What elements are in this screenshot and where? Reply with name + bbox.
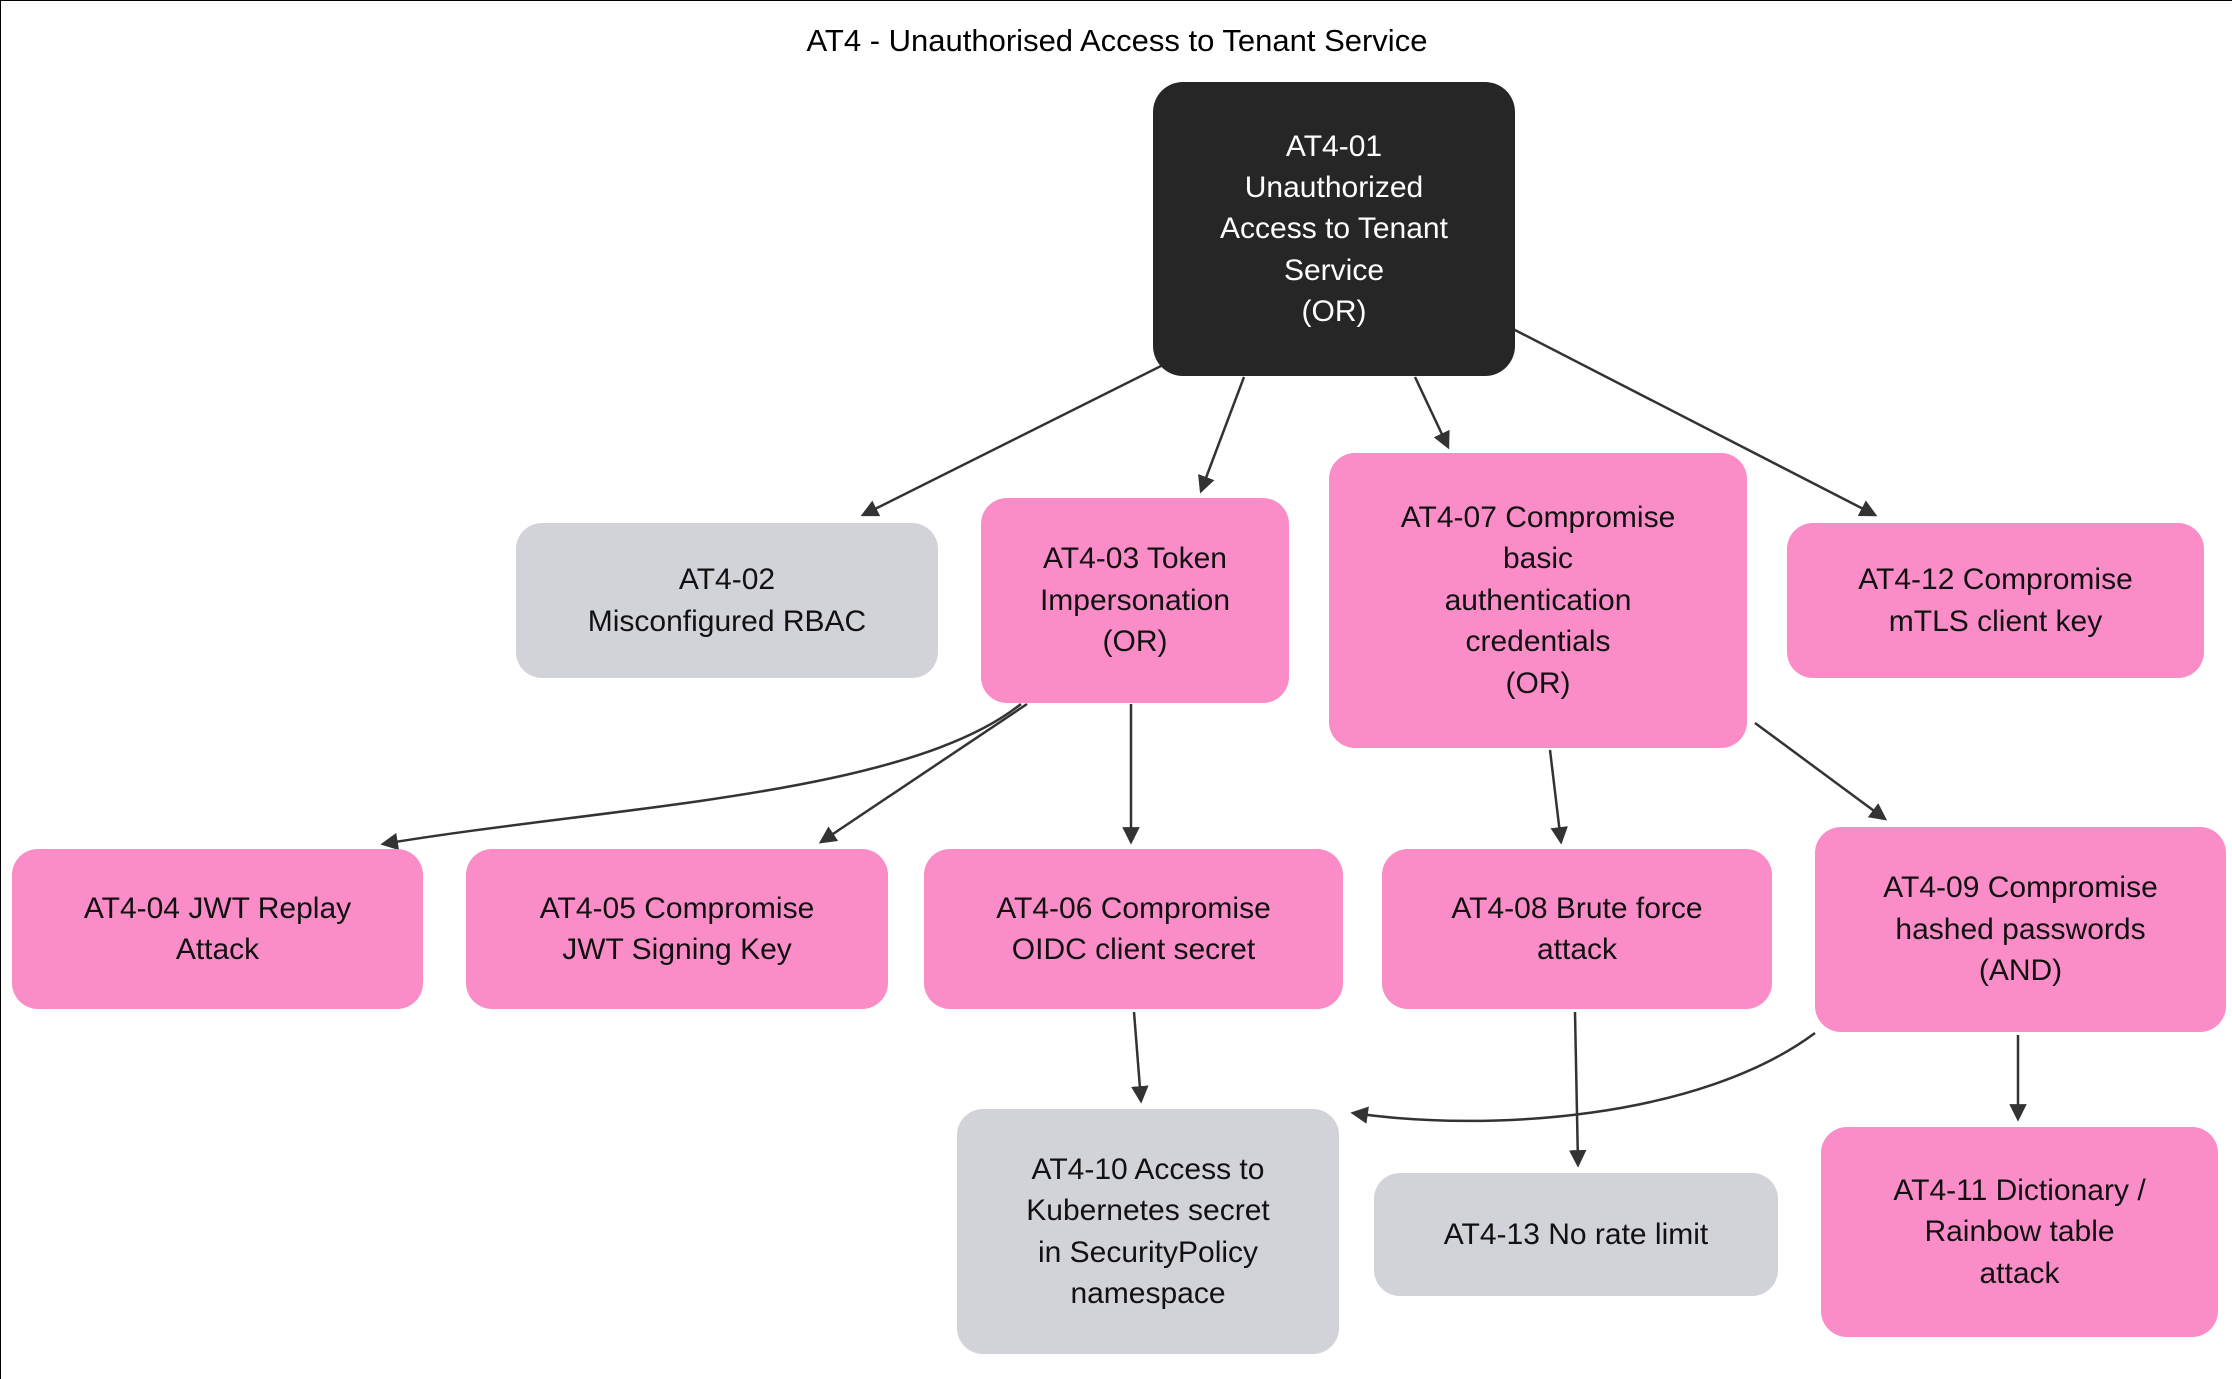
- node-at4-12: AT4-12 Compromise mTLS client key: [1787, 523, 2204, 678]
- node-at4-04: AT4-04 JWT Replay Attack: [12, 849, 423, 1009]
- node-at4-06-label: AT4-06 Compromise OIDC client secret: [996, 891, 1271, 966]
- node-at4-06: AT4-06 Compromise OIDC client secret: [924, 849, 1343, 1009]
- node-at4-10: AT4-10 Access to Kubernetes secret in Se…: [957, 1109, 1339, 1354]
- edge-at4-08-to-at4-13: [1568, 1011, 1587, 1168]
- diagram-title: AT4 - Unauthorised Access to Tenant Serv…: [806, 23, 1428, 58]
- node-at4-07-label: AT4-07 Compromise basic authentication c…: [1400, 501, 1676, 700]
- node-at4-07: AT4-07 Compromise basic authentication c…: [1329, 453, 1747, 748]
- node-at4-02-label: AT4-02 Misconfigured RBAC: [587, 563, 867, 638]
- node-at4-11-label: AT4-11 Dictionary / Rainbow table attack: [1893, 1173, 2146, 1290]
- node-at4-13-label: AT4-13 No rate limit: [1443, 1217, 1709, 1251]
- node-at4-03-label: AT4-03 Token Impersonation (OR): [1039, 542, 1231, 659]
- node-at4-01-label: AT4-01 Unauthorized Access to Tenant Ser…: [1220, 129, 1448, 329]
- node-at4-04-label: AT4-04 JWT Replay Attack: [83, 891, 352, 966]
- node-at4-08: AT4-08 Brute force attack: [1382, 849, 1772, 1009]
- edge-at4-06-to-at4-10: [1131, 1011, 1149, 1104]
- node-at4-05: AT4-05 Compromise JWT Signing Key: [466, 849, 888, 1009]
- edge-at4-03-to-at4-04: [380, 703, 1022, 851]
- node-at4-09-label: AT4-09 Compromise hashed passwords (AND): [1883, 871, 2158, 988]
- edge-at4-07-to-at4-08: [1548, 749, 1568, 845]
- node-at4-01: AT4-01 Unauthorized Access to Tenant Ser…: [1153, 82, 1515, 376]
- node-at4-09: AT4-09 Compromise hashed passwords (AND): [1815, 827, 2226, 1032]
- node-at4-08-label: AT4-08 Brute force attack: [1451, 891, 1703, 966]
- node-at4-13: AT4-13 No rate limit: [1374, 1173, 1778, 1296]
- edge-at4-01-to-at4-02: [860, 361, 1168, 517]
- edge-at4-07-to-at4-09: [1754, 721, 1888, 821]
- edge-at4-01-to-at4-07: [1413, 376, 1450, 450]
- node-at4-12-label: AT4-12 Compromise mTLS client key: [1858, 563, 2133, 638]
- node-at4-11: AT4-11 Dictionary / Rainbow table attack: [1821, 1127, 2218, 1337]
- edge-at4-01-to-at4-12: [1512, 327, 1878, 517]
- node-at4-02: AT4-02 Misconfigured RBAC: [516, 523, 938, 678]
- edge-at4-09-to-at4-10: [1350, 1031, 1816, 1124]
- edge-at4-01-to-at4-03: [1198, 376, 1246, 494]
- node-at4-05-label: AT4-05 Compromise JWT Signing Key: [539, 891, 815, 966]
- node-at4-03: AT4-03 Token Impersonation (OR): [981, 498, 1289, 703]
- node-at4-10-label: AT4-10 Access to Kubernetes secret in Se…: [1026, 1152, 1270, 1310]
- edge-at4-03-to-at4-05: [818, 702, 1028, 844]
